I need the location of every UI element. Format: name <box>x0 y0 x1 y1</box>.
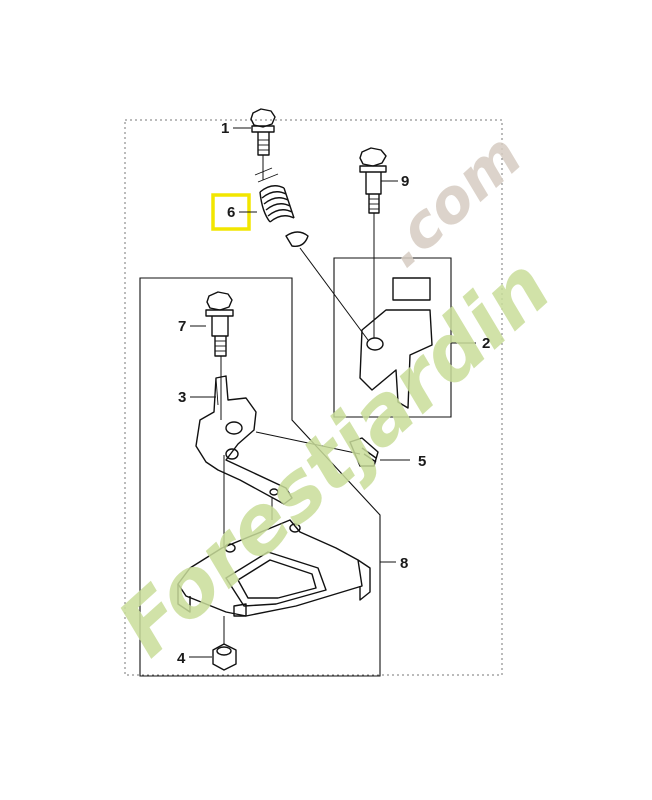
callout-part-8[interactable]: 8 <box>400 555 408 572</box>
part-number-label: 7 <box>178 318 186 335</box>
part-number-label: 9 <box>401 173 409 190</box>
part-number-label: 6 <box>227 204 235 221</box>
part-4-nut <box>212 643 237 671</box>
watermark: Forestjardin .com <box>100 121 568 674</box>
part-number-label: 1 <box>221 120 229 137</box>
part-9-bolt <box>359 147 387 338</box>
callout-part-7[interactable]: 7 <box>178 318 206 335</box>
part-2-frame <box>333 257 452 418</box>
part-7-bolt <box>205 291 234 420</box>
part-number-label: 5 <box>418 453 426 470</box>
callout-part-5[interactable]: 5 <box>418 453 426 470</box>
part-6-spring <box>254 167 369 341</box>
part-8-frame <box>139 277 381 677</box>
part-number-label: 8 <box>400 555 408 572</box>
part-number-label: 2 <box>482 335 490 352</box>
callout-part-2[interactable]: 2 <box>482 335 490 352</box>
part-number-label: 3 <box>178 389 186 406</box>
part-number-label: 4 <box>177 650 186 667</box>
callout-part-6[interactable]: 6 <box>211 193 257 231</box>
part-8-base-plate <box>177 455 371 645</box>
callout-part-3[interactable]: 3 <box>178 389 216 406</box>
part-2-bracket <box>359 277 476 409</box>
callout-part-4[interactable]: 4 <box>177 650 212 667</box>
diagram-dotted-border <box>124 119 503 676</box>
callout-part-1[interactable]: 1 <box>221 120 251 137</box>
part-5-clip <box>349 437 410 467</box>
part-1-bolt <box>250 108 276 180</box>
part-3-lever <box>195 375 361 505</box>
callout-part-9[interactable]: 9 <box>381 173 409 190</box>
